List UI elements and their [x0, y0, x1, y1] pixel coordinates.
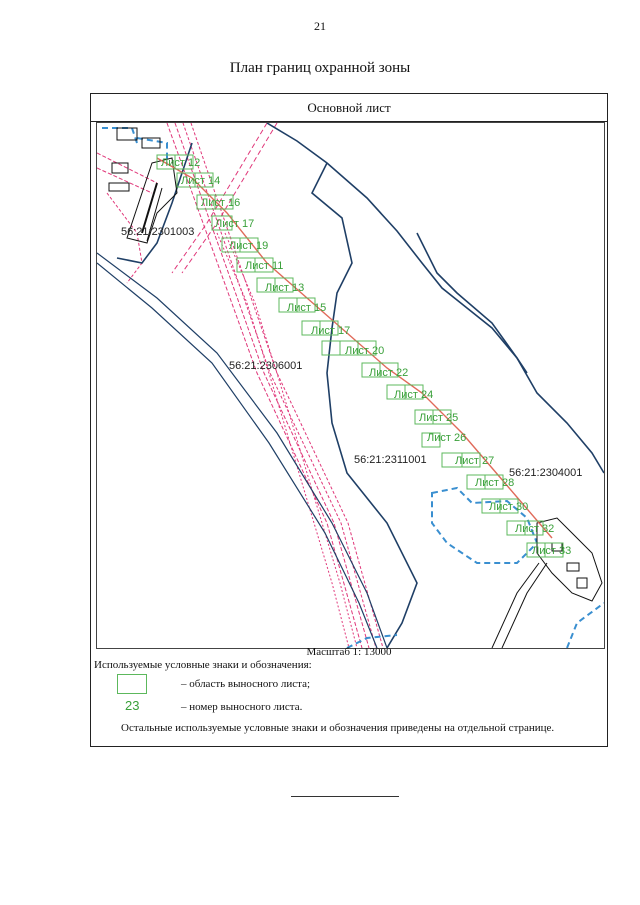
sheet-label: Лист 33	[532, 545, 571, 557]
legend-sheet-area-symbol	[117, 674, 147, 694]
sheet-label: Лист 22	[369, 367, 408, 379]
sheet-label: Лист 25	[419, 412, 458, 424]
dark-road-lines	[97, 252, 388, 648]
blue-dashed-zones	[102, 127, 604, 648]
sheet-label: Лист 12	[161, 157, 200, 169]
sheet-label: Лист 26	[427, 432, 466, 444]
signature-line	[291, 796, 399, 797]
sheet-frames	[156, 154, 564, 558]
sheet-label: Лист 13	[265, 282, 304, 294]
parcel-borders	[116, 123, 604, 648]
parcel-label: 56:21:2306001	[229, 360, 302, 372]
frame-header: Основной лист	[91, 94, 607, 122]
settlement-blocks-top	[108, 127, 178, 244]
sheet-label: Лист 17	[311, 325, 350, 337]
sheet-label: Лист 27	[455, 455, 494, 467]
main-sheet-frame: Основной лист	[90, 93, 608, 747]
sheet-label: Лист 17	[215, 218, 254, 230]
sheet-label: Лист 14	[181, 175, 220, 187]
sheet-label: Лист 24	[394, 389, 433, 401]
sheet-label: Лист 16	[201, 197, 240, 209]
sheet-label: Лист 28	[475, 477, 514, 489]
page-number: 21	[314, 19, 326, 33]
document-title: План границ охранной зоны	[229, 60, 411, 76]
parcel-label: 56:21:2304001	[509, 467, 582, 479]
map-canvas[interactable]: Лист 12 Лист 14 Лист 16 Лист 17 Лист 19 …	[96, 122, 605, 649]
sheet-label: Лист 15	[287, 302, 326, 314]
sheet-label: Лист 32	[515, 523, 554, 535]
legend-sheet-number-text: – номер выносного листа.	[181, 701, 303, 713]
legend-title: Используемые условные знаки и обозначени…	[94, 659, 312, 671]
legend-note: Остальные используемые условные знаки и …	[121, 722, 555, 734]
parcel-label: 56:21:2311001	[354, 454, 427, 466]
red-corridor-lines	[97, 123, 384, 648]
sheet-label: Лист 11	[245, 260, 283, 272]
settlement-blocks-bottom	[491, 517, 603, 648]
sheet-label: Лист 30	[489, 501, 528, 513]
sheet-label: Лист 20	[345, 345, 384, 357]
sheet-label: Лист 19	[229, 240, 268, 252]
scale-label: Масштаб 1: 13000	[306, 646, 392, 658]
parcel-label: 56:21:2301003	[121, 226, 194, 238]
protected-axis-line	[156, 157, 553, 539]
legend-sheet-area-text: – область выносного листа;	[181, 678, 311, 690]
legend-sheet-number-symbol: 23	[125, 698, 140, 713]
